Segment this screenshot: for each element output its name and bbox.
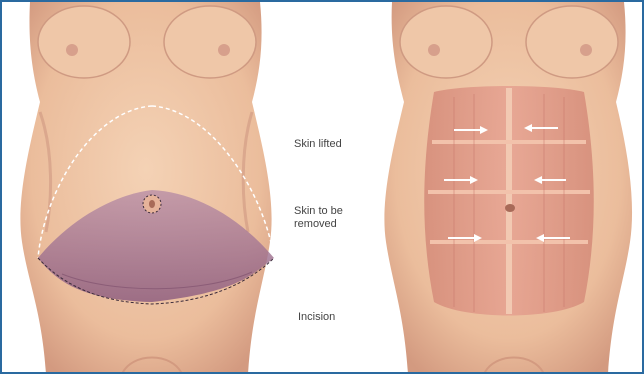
torso-before-illustration [2,2,292,374]
navel [143,195,161,213]
navel-after [505,204,515,212]
torso-after-illustration [374,2,640,374]
label-skin-to-be-removed: Skin to be removed [294,205,343,231]
label-skin-lifted: Skin lifted [294,138,342,151]
abdominal-muscles [424,86,594,316]
label-incision: Incision [298,311,335,324]
